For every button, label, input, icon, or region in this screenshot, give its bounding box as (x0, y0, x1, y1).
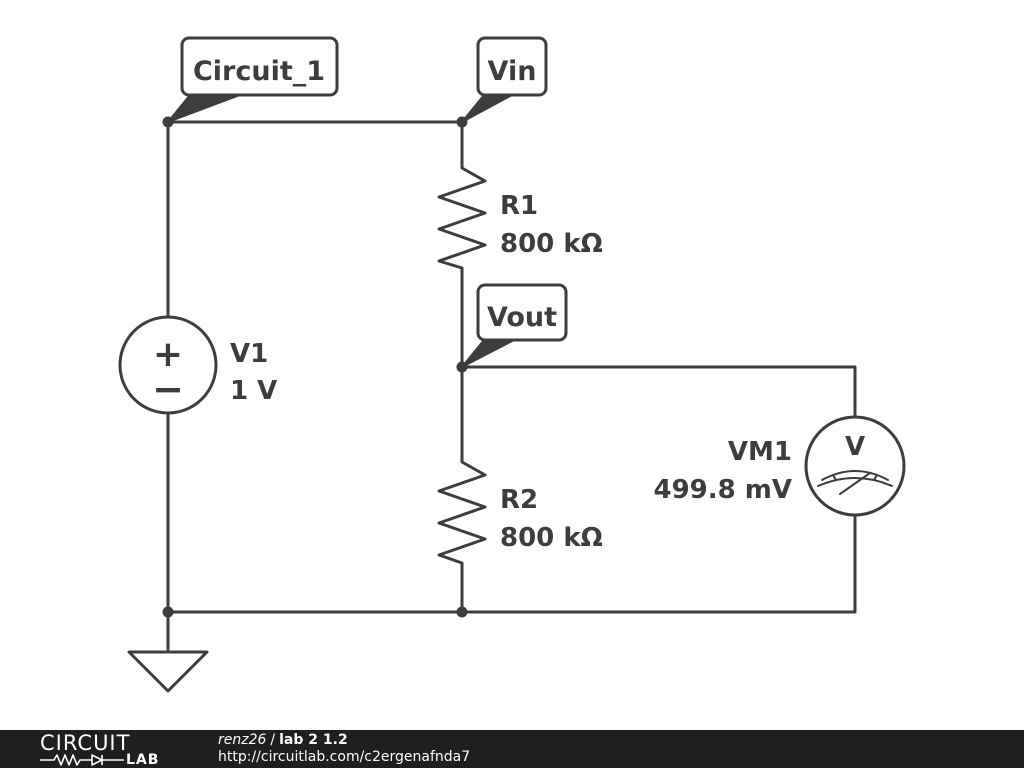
footer-bar: CIRCUIT LAB renz26/lab 2 1.2 http://circ… (0, 730, 1024, 768)
logo-resistor-diode-icon (40, 754, 124, 766)
ground-symbol (127, 650, 209, 693)
net-label-vout: Vout (487, 302, 557, 333)
net-label-vout-pointer (461, 339, 515, 368)
net-label-circuit: Circuit_1 (193, 56, 325, 87)
voltmeter-tick-right (873, 474, 878, 481)
logo-bottom-row: LAB (40, 753, 180, 767)
circuitlab-logo[interactable]: CIRCUIT LAB (40, 733, 180, 767)
voltage-source-value: 1 V (230, 376, 277, 406)
logo-circuit-text: CIRCUIT (40, 731, 131, 755)
voltmeter-scale (821, 470, 889, 481)
net-label-vin-pointer (461, 94, 513, 123)
resistor-r2-value: 800 kΩ (500, 523, 603, 553)
schematic-canvas: + − Circuit_1 Vin Vout R1 800 kΩ R2 800 … (118, 36, 906, 693)
resistor-r2-symbol (437, 453, 487, 572)
net-label-circuit-pointer (167, 94, 241, 123)
voltmeter-base (817, 477, 893, 487)
junction-dot (162, 606, 174, 618)
voltage-source-minus: − (152, 367, 184, 411)
voltmeter-needle (839, 472, 871, 495)
junction-dot (456, 606, 468, 618)
wire-vout-meter (460, 365, 857, 419)
meta-title-row: renz26/lab 2 1.2 (218, 732, 470, 749)
resistor-r1-name: R1 (500, 191, 538, 221)
resistor-r1-value: 800 kΩ (500, 229, 603, 259)
voltmeter-symbol-letter: V (845, 432, 865, 462)
circuit-title[interactable]: lab 2 1.2 (279, 732, 348, 748)
voltage-source-plus: + (153, 334, 183, 375)
junction-dot (456, 116, 468, 128)
wire-bottom (166, 513, 857, 614)
voltmeter-tick-left (832, 474, 837, 481)
voltage-source-name: V1 (230, 339, 268, 369)
voltmeter-name: VM1 (728, 437, 792, 467)
net-label-vin: Vin (488, 56, 537, 87)
junction-dot (162, 116, 174, 128)
voltmeter-reading: 499.8 mV (653, 475, 792, 505)
resistor-r1-symbol (437, 158, 487, 277)
junction-dot (456, 361, 468, 373)
voltmeter-symbol (804, 415, 906, 517)
author-link[interactable]: renz26 (218, 732, 267, 748)
circuit-url[interactable]: http://circuitlab.com/c2ergenafnda7 (218, 749, 471, 765)
circuit-meta: renz26/lab 2 1.2 http://circuitlab.com/c… (218, 732, 470, 766)
net-label-circuit-box (180, 36, 339, 97)
resistor-r2-name: R2 (500, 485, 538, 515)
meta-separator: / (270, 732, 276, 748)
net-label-vout-box (476, 283, 568, 342)
logo-lab-text: LAB (126, 752, 160, 768)
voltage-source-symbol (118, 315, 218, 415)
